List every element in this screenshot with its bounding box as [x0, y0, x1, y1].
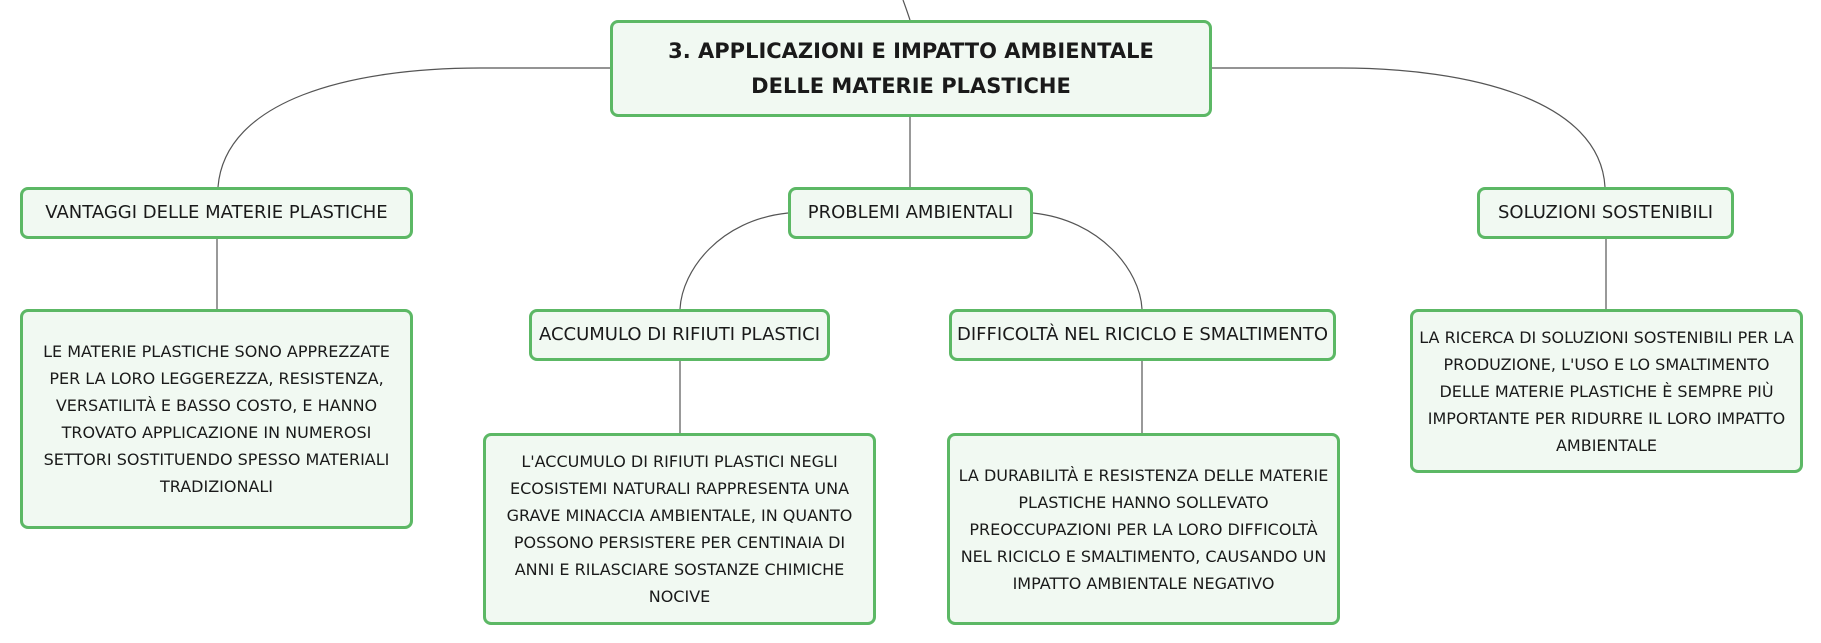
branch-vantaggi[interactable]: VANTAGGI DELLE MATERIE PLASTICHE — [20, 187, 413, 239]
connector-problemi-to-accumulo — [679, 212, 789, 310]
branch-problemi[interactable]: PROBLEMI AMBIENTALI — [788, 187, 1033, 239]
branch-soluzioni[interactable]: SOLUZIONI SOSTENIBILI — [1477, 187, 1734, 239]
detail-soluzioni-text: LA RICERCA DI SOLUZIONI SOSTENIBILI PER … — [1419, 327, 1794, 455]
branch-vantaggi-label: VANTAGGI DELLE MATERIE PLASTICHE — [45, 202, 388, 223]
subbranch-accumulo[interactable]: ACCUMULO DI RIFIUTI PLASTICI — [529, 309, 830, 361]
connector-problemi-to-difficolta — [1032, 212, 1143, 310]
detail-difficolta-text: LA DURABILITÀ E RESISTENZA DELLE MATERIE… — [958, 465, 1329, 593]
subbranch-difficolta-label: DIFFICOLTÀ NEL RICICLO E SMALTIMENTO — [957, 324, 1328, 345]
connector-parent-to-root — [902, 0, 911, 21]
subbranch-difficolta[interactable]: DIFFICOLTÀ NEL RICICLO E SMALTIMENTO — [949, 309, 1336, 361]
root-node[interactable]: 3. APPLICAZIONI E IMPATTO AMBIENTALE DEL… — [610, 20, 1212, 117]
detail-vantaggi-text: LE MATERIE PLASTICHE SONO APPREZZATE PER… — [43, 342, 390, 496]
detail-accumulo-text: L'ACCUMULO DI RIFIUTI PLASTICI NEGLI ECO… — [506, 452, 853, 606]
detail-vantaggi[interactable]: LE MATERIE PLASTICHE SONO APPREZZATE PER… — [20, 309, 413, 529]
detail-difficolta[interactable]: LA DURABILITÀ E RESISTENZA DELLE MATERIE… — [947, 433, 1340, 625]
connector-root-to-soluzioni — [1212, 67, 1606, 188]
detail-soluzioni[interactable]: LA RICERCA DI SOLUZIONI SOSTENIBILI PER … — [1410, 309, 1803, 473]
detail-accumulo[interactable]: L'ACCUMULO DI RIFIUTI PLASTICI NEGLI ECO… — [483, 433, 876, 625]
root-node-label: 3. APPLICAZIONI E IMPATTO AMBIENTALE DEL… — [668, 38, 1154, 98]
connector-root-to-vantaggi — [217, 67, 610, 188]
branch-problemi-label: PROBLEMI AMBIENTALI — [807, 202, 1014, 223]
branch-soluzioni-label: SOLUZIONI SOSTENIBILI — [1497, 202, 1714, 223]
subbranch-accumulo-label: ACCUMULO DI RIFIUTI PLASTICI — [538, 324, 821, 345]
